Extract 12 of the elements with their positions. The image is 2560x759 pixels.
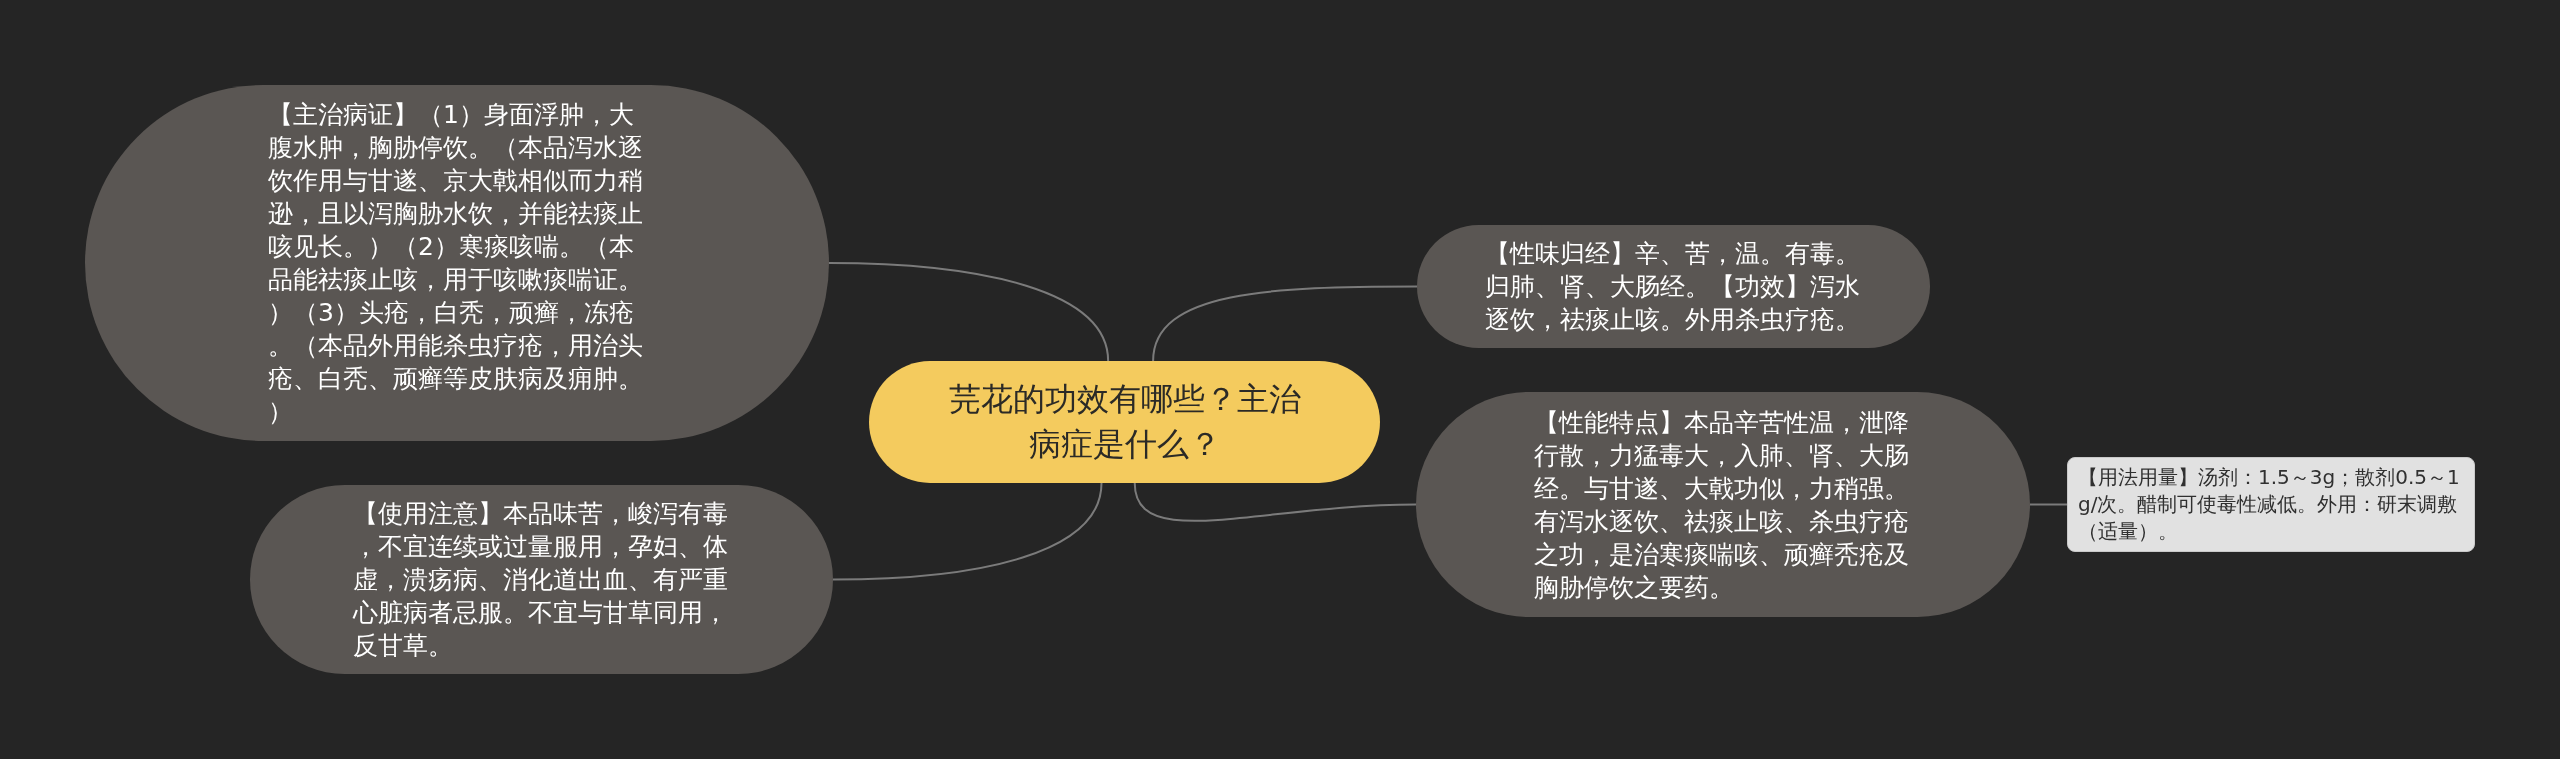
node-text: 【性味归经】辛、苦，温。有毒。归肺、肾、大肠经。【功效】泻水逐饮，祛痰止咳。外用杀虫疗疮。 [1484, 238, 1861, 336]
connector-line [832, 482, 1103, 581]
node-text: 【用法用量】汤剂：1.5～3g；散剂0.5～1g/次。醋制可使毒性减低。外用：研末调敷（适量）。 [2078, 464, 2461, 545]
connector-line [2029, 503, 2068, 506]
node-text: 芫花的功效有哪些？主治病症是什么？ [947, 379, 1302, 465]
node-text: 【性能特点】本品辛苦性温，泄降行散，力猛毒大，入肺、肾、大肠经。与甘遂、大戟功似，力稍强。有泻水逐饮、祛痰止咳、杀虫疗疮之功，是治寒痰喘咳、顽癣秃疮及胸胁停饮之要药。 [1534, 406, 1910, 604]
node-text: 【主治病证】（1）身面浮肿，大腹水肿，胸胁停饮。（本品泻水逐饮作用与甘遂、京大戟相似而力稍逊，且以泻胸胁水饮，并能祛痰止咳见长。）（2）寒痰咳喘。（本品能祛痰止咳，用于咳嗽痰喘证。）（3）头疮，白秃，顽癣，冻疮。（本品外用能杀虫疗疮，用治头疮、白秃、顽癣等皮肤病及痈肿。） [268, 99, 644, 428]
connector-line [1152, 285, 1418, 362]
node-text: 【使用注意】本品味苦，峻泻有毒，不宜连续或过量服用，孕妇、体虚，溃疡病、消化道出血、有严重心脏病者忌服。不宜与甘草同用，反甘草。 [352, 498, 729, 662]
note-card [2067, 457, 2475, 552]
connector-line [1133, 482, 1417, 522]
connector-line [828, 262, 1110, 362]
